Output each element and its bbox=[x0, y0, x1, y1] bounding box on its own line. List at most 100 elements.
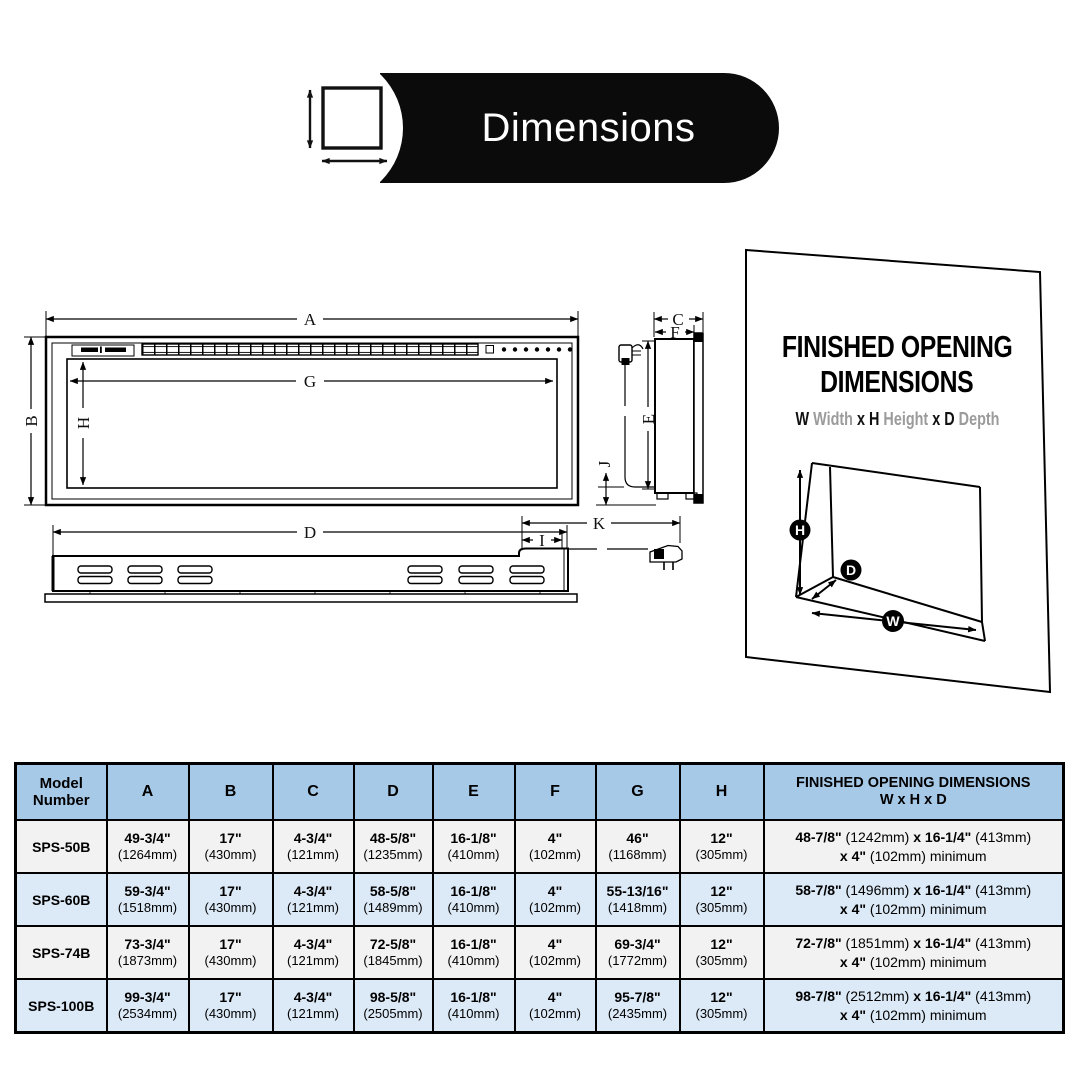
cell-b: 17"(430mm) bbox=[187, 925, 274, 980]
brand-logo-box bbox=[71, 344, 135, 357]
vent-slots bbox=[77, 565, 545, 585]
cell-h: 12"(305mm) bbox=[678, 978, 765, 1034]
dim-label-k: K bbox=[593, 514, 606, 533]
cell-a: 73-3/4"(1873mm) bbox=[105, 925, 190, 980]
dim-label-c: C bbox=[672, 310, 683, 329]
bottom-body bbox=[52, 547, 569, 592]
technical-drawing: A B bbox=[22, 248, 1052, 694]
col-header-h: H bbox=[678, 762, 765, 821]
legend-sep2: x bbox=[931, 409, 940, 429]
model-cell: SPS-74B bbox=[14, 925, 108, 980]
front-flange bbox=[693, 332, 704, 504]
cell-f: 4"(102mm) bbox=[513, 925, 597, 980]
model-cell: SPS-100B bbox=[14, 978, 108, 1034]
col-header-c: C bbox=[271, 762, 355, 821]
cell-c: 4-3/4"(121mm) bbox=[271, 819, 355, 874]
side-body bbox=[654, 338, 695, 494]
cell-a: 59-3/4"(1518mm) bbox=[105, 872, 190, 927]
d-marker-circle bbox=[840, 559, 862, 581]
legend-h-word: Height bbox=[882, 409, 928, 429]
col-header-e: E bbox=[431, 762, 516, 821]
dim-label-f: F bbox=[670, 323, 679, 342]
cell-h: 12"(305mm) bbox=[678, 925, 765, 980]
cell-d: 48-5/8"(1235mm) bbox=[352, 819, 434, 874]
finished-opening-title-line1: FINISHED OPENING bbox=[781, 329, 1013, 364]
cell-e: 16-1/8"(410mm) bbox=[431, 978, 516, 1034]
h-marker-circle bbox=[789, 519, 811, 541]
dim-label-h: H bbox=[74, 417, 93, 429]
foot bbox=[656, 492, 669, 500]
legend-d-key: D bbox=[943, 409, 955, 429]
cell-g: 69-3/4"(1772mm) bbox=[594, 925, 681, 980]
cell-d: 98-5/8"(2505mm) bbox=[352, 978, 434, 1034]
cell-a: 99-3/4"(2534mm) bbox=[105, 978, 190, 1034]
col-header-fod: FINISHED OPENING DIMENSIONS W x H x D bbox=[762, 762, 1065, 821]
col-header-a: A bbox=[105, 762, 190, 821]
legend-h-key: H bbox=[868, 409, 879, 429]
dim-label-a: A bbox=[304, 310, 317, 329]
cell-e: 16-1/8"(410mm) bbox=[431, 819, 516, 874]
glass-panel bbox=[66, 358, 558, 489]
louver-vent-strip bbox=[141, 343, 479, 356]
cell-g: 46"(1168mm) bbox=[594, 819, 681, 874]
badge-title: Dimensions bbox=[380, 73, 779, 183]
dimensions-badge bbox=[380, 73, 779, 183]
finished-opening-title-line2: DIMENSIONS bbox=[820, 364, 974, 399]
cell-e: 16-1/8"(410mm) bbox=[431, 872, 516, 927]
col-header-f: F bbox=[513, 762, 597, 821]
power-plug-side bbox=[618, 344, 644, 365]
cell-c: 4-3/4"(121mm) bbox=[271, 872, 355, 927]
power-plug-bottom bbox=[649, 544, 683, 570]
dim-label-i: I bbox=[539, 531, 545, 550]
col-header-d: D bbox=[352, 762, 434, 821]
d-marker-label: D bbox=[846, 562, 856, 578]
fod-header-line1: FINISHED OPENING DIMENSIONS bbox=[796, 775, 1031, 792]
dim-label-e: E bbox=[639, 414, 658, 424]
model-cell: SPS-50B bbox=[14, 819, 108, 874]
legend-w-key: W bbox=[795, 409, 809, 429]
w-marker-label: W bbox=[886, 613, 900, 629]
model-cell: SPS-60B bbox=[14, 872, 108, 927]
dimensions-icon bbox=[306, 86, 388, 165]
fireplace-outer-frame bbox=[44, 335, 580, 507]
cell-fod: 48-7/8" (1242mm) x 16-1/4" (413mm) x 4" … bbox=[762, 819, 1065, 874]
cell-b: 17"(430mm) bbox=[187, 872, 274, 927]
cell-a: 49-3/4"(1264mm) bbox=[105, 819, 190, 874]
badge-title-text: Dimensions bbox=[481, 105, 696, 150]
dim-label-j: J bbox=[595, 460, 614, 467]
control-dots bbox=[501, 347, 573, 352]
legend-sep1: x bbox=[856, 409, 865, 429]
w-marker-circle bbox=[882, 610, 904, 632]
header-row: Model Number A B C D E F G H FINISHED OP… bbox=[14, 762, 1065, 821]
table-row-sps-74b: SPS-74B 73-3/4"(1873mm) 17"(430mm) 4-3/4… bbox=[14, 925, 1065, 980]
cell-g: 55-13/16"(1418mm) bbox=[594, 872, 681, 927]
cell-f: 4"(102mm) bbox=[513, 872, 597, 927]
cell-d: 58-5/8"(1489mm) bbox=[352, 872, 434, 927]
dim-label-b: B bbox=[22, 415, 41, 426]
side-view-drawing: C F E bbox=[521, 310, 704, 552]
badge-concave-cut bbox=[253, 53, 403, 203]
cell-h: 12"(305mm) bbox=[678, 872, 765, 927]
cell-b: 17"(430mm) bbox=[187, 819, 274, 874]
cell-b: 17"(430mm) bbox=[187, 978, 274, 1034]
cell-f: 4"(102mm) bbox=[513, 819, 597, 874]
cell-c: 4-3/4"(121mm) bbox=[271, 925, 355, 980]
col-header-model: Model Number bbox=[14, 762, 108, 821]
dimensions-table: Model Number A B C D E F G H FINISHED OP… bbox=[14, 762, 1065, 1034]
dim-label-d: D bbox=[304, 523, 316, 542]
cell-g: 95-7/8"(2435mm) bbox=[594, 978, 681, 1034]
cell-f: 4"(102mm) bbox=[513, 978, 597, 1034]
cell-c: 4-3/4"(121mm) bbox=[271, 978, 355, 1034]
wall-panel: H D W bbox=[745, 248, 1052, 694]
cell-h: 12"(305mm) bbox=[678, 819, 765, 874]
dim-label-g: G bbox=[304, 372, 316, 391]
cell-e: 16-1/8"(410mm) bbox=[431, 925, 516, 980]
table-row-sps-100b: SPS-100B 99-3/4"(2534mm) 17"(430mm) 4-3/… bbox=[14, 978, 1065, 1034]
cell-fod: 98-7/8" (2512mm) x 16-1/4" (413mm) x 4" … bbox=[762, 978, 1065, 1034]
fod-header-line2: W x H x D bbox=[879, 792, 947, 808]
table-row-sps-60b: SPS-60B 59-3/4"(1518mm) 17"(430mm) 4-3/4… bbox=[14, 872, 1065, 927]
cell-fod: 72-7/8" (1851mm) x 16-1/4" (413mm) x 4" … bbox=[762, 925, 1065, 980]
table-row-sps-50b: SPS-50B 49-3/4"(1264mm) 17"(430mm) 4-3/4… bbox=[14, 819, 1065, 874]
h-marker-label: H bbox=[795, 522, 805, 538]
